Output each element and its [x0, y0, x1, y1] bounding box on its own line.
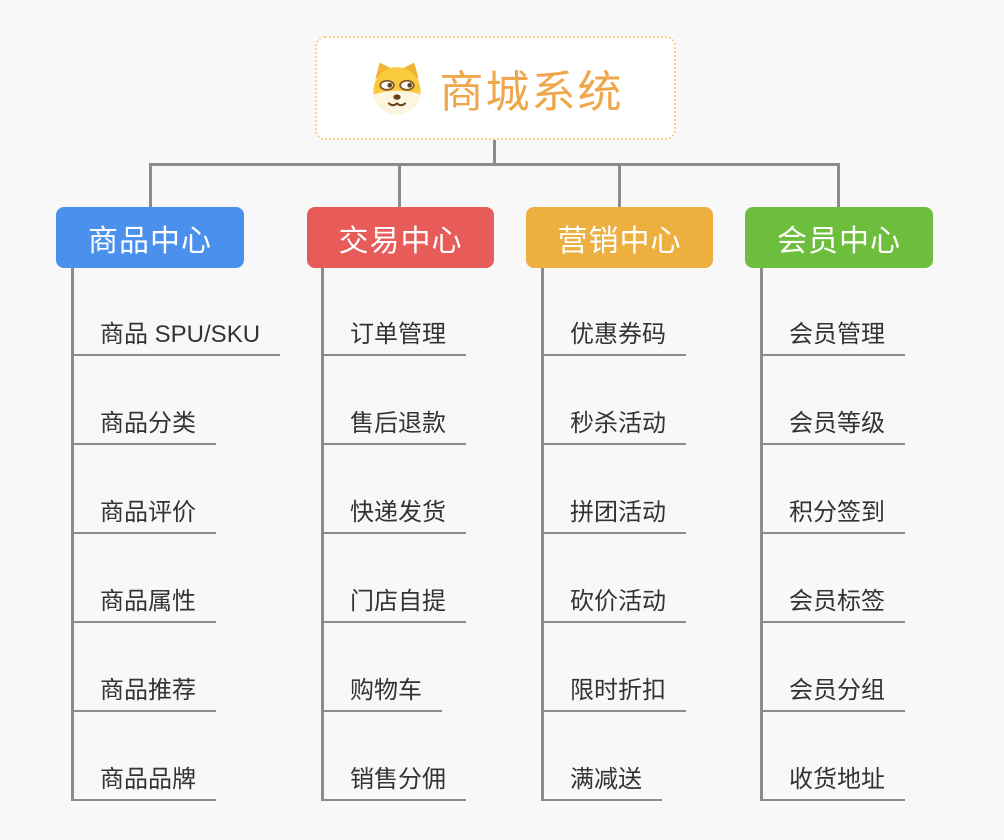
subtopic-node[interactable]: 限时折扣 [542, 670, 686, 712]
subtopic-node[interactable]: 商品推荐 [72, 670, 216, 712]
subtopic-node[interactable]: 会员等级 [761, 403, 905, 445]
subtopic-node[interactable]: 会员管理 [761, 314, 905, 356]
subtopic-node[interactable]: 销售分佣 [322, 759, 466, 801]
subtopic-node[interactable]: 订单管理 [322, 314, 466, 356]
subtopic-node[interactable]: 售后退款 [322, 403, 466, 445]
subtopic-node[interactable]: 砍价活动 [542, 581, 686, 623]
subtopic-node[interactable]: 拼团活动 [542, 492, 686, 534]
subtopic-node[interactable]: 积分签到 [761, 492, 905, 534]
branch-node-marketing-center[interactable]: 营销中心 [526, 207, 713, 268]
root-topic-node[interactable]: 商城系统 [315, 36, 676, 140]
subtopic-node[interactable]: 门店自提 [322, 581, 466, 623]
branch-spine-line [71, 268, 74, 801]
subtopic-node[interactable]: 会员标签 [761, 581, 905, 623]
horizontal-connector-line [149, 163, 840, 166]
dog-face-icon [372, 62, 421, 115]
branch-spine-line [760, 268, 763, 801]
subtopic-node[interactable]: 商品评价 [72, 492, 216, 534]
subtopic-node[interactable]: 商品属性 [72, 581, 216, 623]
root-connector-line [493, 140, 496, 164]
subtopic-node[interactable]: 满减送 [542, 759, 662, 801]
root-topic-title: 商城系统 [439, 68, 624, 117]
subtopic-node[interactable]: 商品 SPU/SKU [72, 314, 281, 356]
subtopic-node[interactable]: 快递发货 [322, 492, 466, 534]
branch-spine-line [541, 268, 544, 801]
branch-connector-line [618, 163, 621, 208]
branch-node-product-center[interactable]: 商品中心 [56, 207, 244, 268]
branch-node-trade-center[interactable]: 交易中心 [307, 207, 494, 268]
subtopic-node[interactable]: 购物车 [322, 670, 442, 712]
subtopic-node[interactable]: 优惠券码 [542, 314, 686, 356]
branch-connector-line [398, 163, 401, 208]
branch-connector-line [149, 163, 152, 208]
subtopic-node[interactable]: 秒杀活动 [542, 403, 686, 445]
branch-spine-line [321, 268, 324, 801]
subtopic-node[interactable]: 商品分类 [72, 403, 216, 445]
branch-connector-line [837, 163, 840, 208]
subtopic-node[interactable]: 商品品牌 [72, 759, 216, 801]
branch-node-member-center[interactable]: 会员中心 [745, 207, 933, 268]
subtopic-node[interactable]: 收货地址 [761, 759, 905, 801]
subtopic-node[interactable]: 会员分组 [761, 670, 905, 712]
